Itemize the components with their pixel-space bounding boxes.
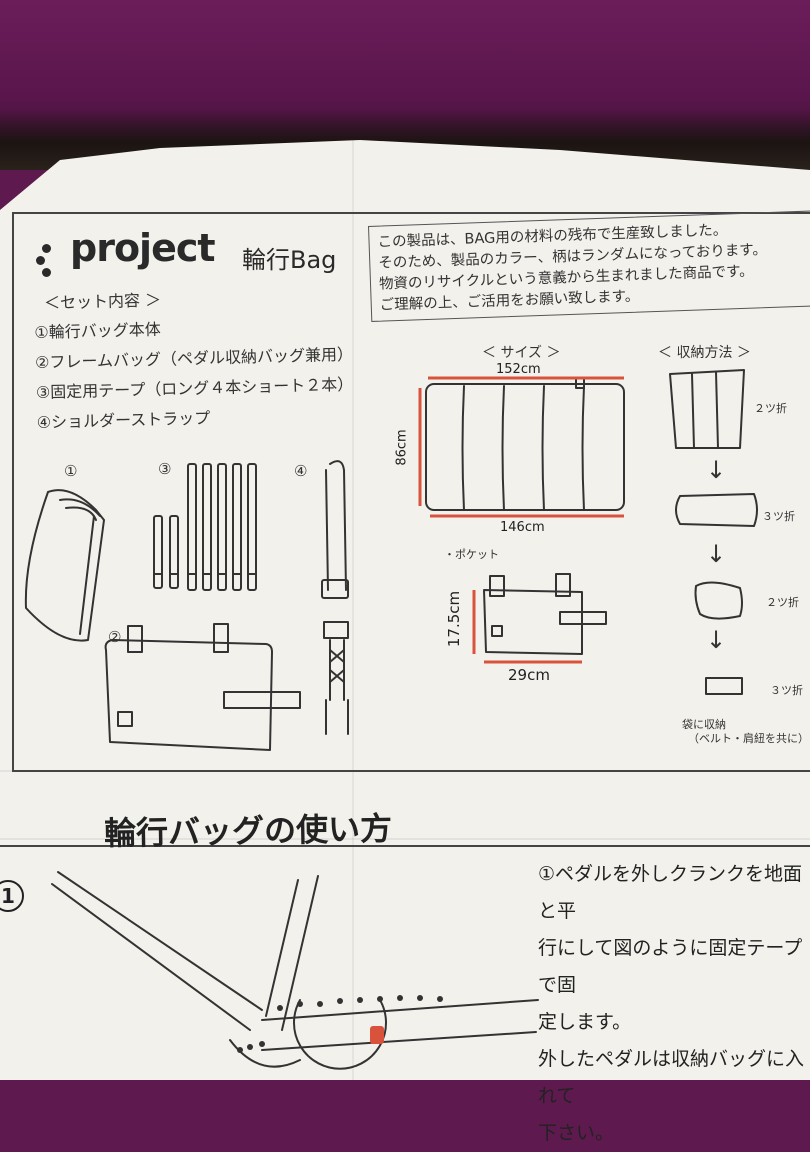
shoulder-strap-illustration — [321, 460, 349, 735]
storage-step-illustrations — [669, 369, 758, 695]
bag-size-diagram — [425, 377, 625, 511]
storage-step-4: ３ツ折 — [770, 684, 803, 697]
dimension-lines — [418, 376, 624, 664]
arrow-down-icon: ↓ — [706, 456, 727, 484]
paper-crease — [0, 838, 810, 840]
arrow-down-icon: ↓ — [706, 626, 727, 654]
figure-label-2: ② — [108, 628, 122, 646]
figure-label-3: ③ — [158, 460, 172, 478]
storage-step-2: ３ツ折 — [762, 510, 795, 523]
width-top-label: 152cm — [496, 362, 541, 377]
top-section-frame — [12, 212, 810, 772]
instruction-line: 下さい。 — [538, 1122, 615, 1144]
pocket-label: ・ポケット — [444, 548, 499, 561]
brand-logo: project — [70, 226, 216, 270]
pocket-width-label: 29cm — [508, 666, 550, 684]
storage-note-1: 袋に収納 — [682, 718, 726, 731]
pocket-diagram — [483, 573, 607, 655]
chain-illustration — [237, 995, 443, 1053]
figure-label-1: ① — [64, 462, 78, 480]
width-bottom-label: 146cm — [500, 520, 545, 535]
storage-title: ＜ 収納方法 ＞ — [658, 345, 751, 361]
bike-illustration — [51, 871, 539, 1070]
step-number: 1 — [0, 880, 24, 912]
frame-bag-illustration — [104, 623, 301, 751]
instruction-line: ①ペダルを外しクランクを地面と平 — [538, 863, 803, 922]
tape-marker — [370, 1026, 384, 1044]
size-title: ＜ サイズ ＞ — [482, 345, 561, 361]
paper-crease — [352, 140, 354, 1080]
figure-label-4: ④ — [294, 462, 308, 480]
instruction-line: 定します。 — [538, 1011, 632, 1033]
storage-step-3: ２ツ折 — [766, 596, 799, 609]
product-name: 輪行Bag — [242, 246, 337, 274]
instruction-line: 行にして図のように固定テープで固 — [538, 937, 803, 996]
storage-step-1: ２ツ折 — [754, 402, 787, 415]
illustrations — [24, 369, 758, 1070]
tape-illustration — [153, 463, 257, 591]
arrow-down-icon: ↓ — [706, 540, 727, 568]
usage-instructions: ①ペダルを外しクランクを地面と平 行にして図のように固定テープで固 定します。 … — [538, 856, 810, 1152]
bottom-section-frame — [0, 845, 810, 1107]
bag-body-illustration — [24, 489, 105, 642]
storage-note-2: （ベルト・肩紐を共に） — [688, 732, 809, 745]
